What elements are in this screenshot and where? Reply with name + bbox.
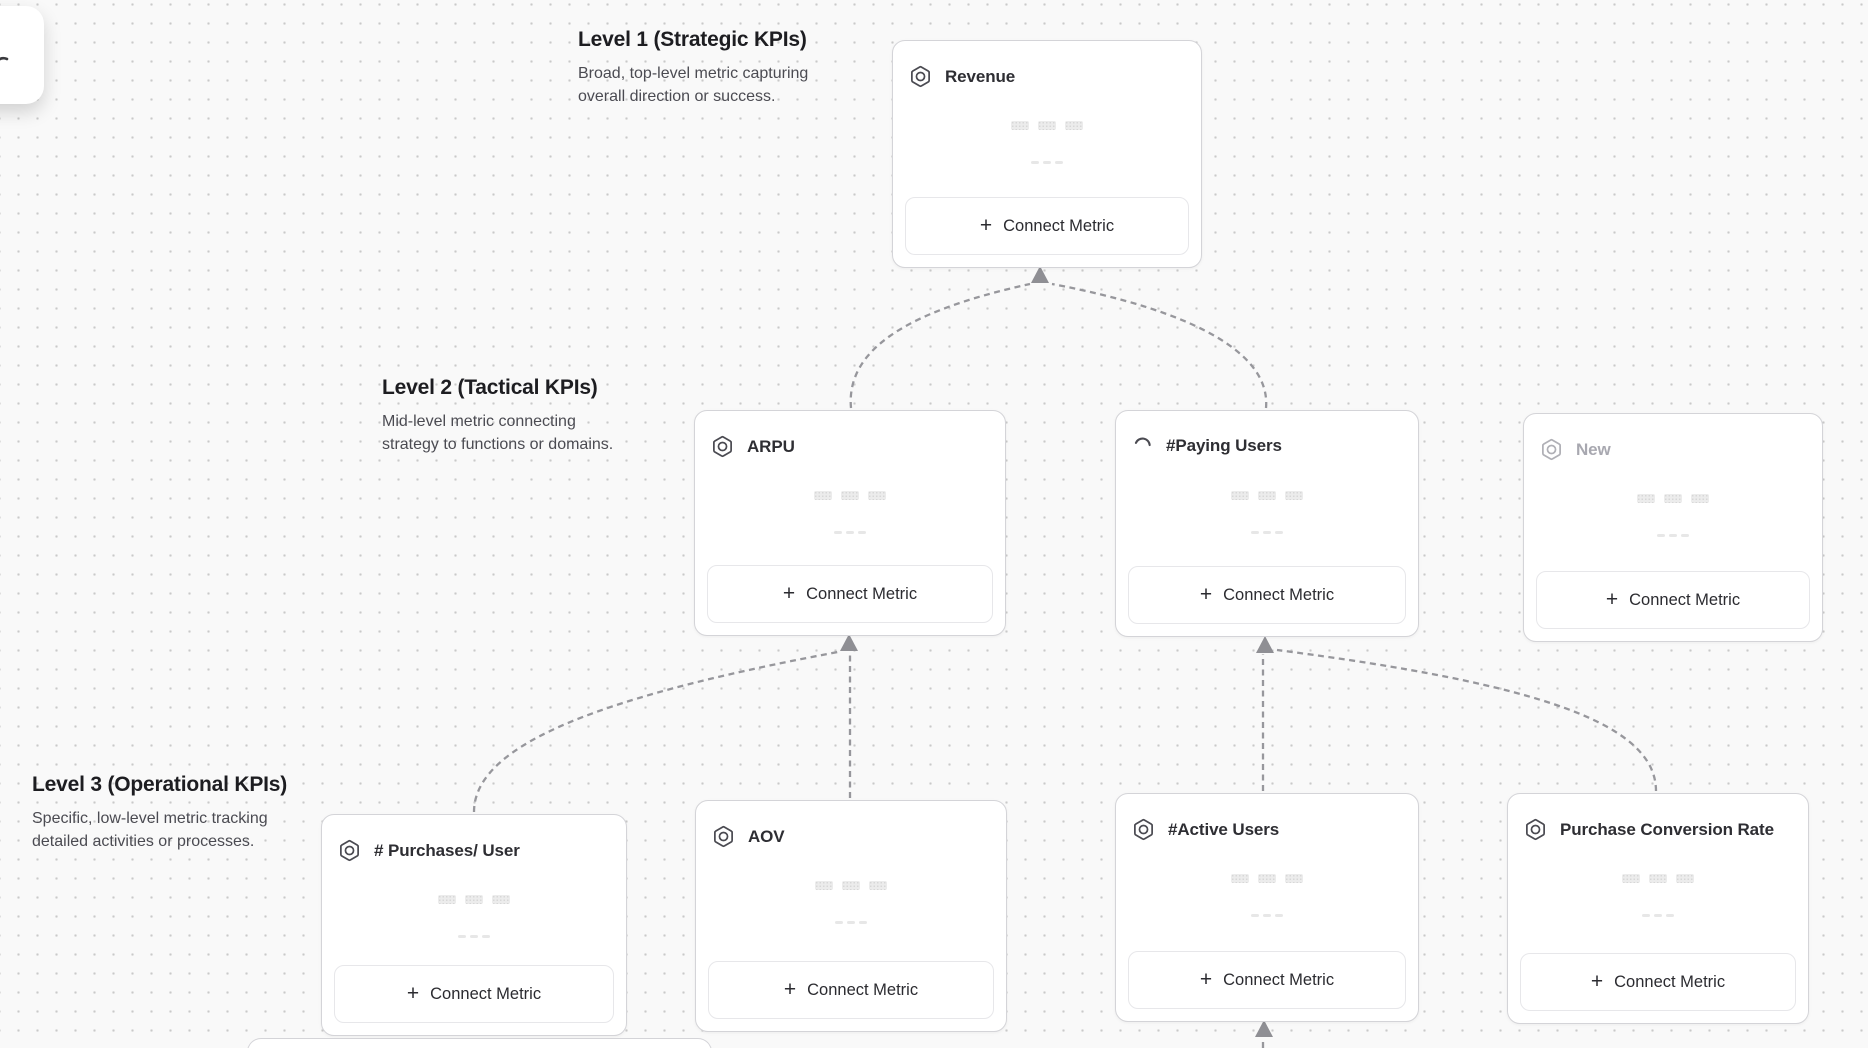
arrowhead-arpu [840, 634, 858, 651]
metric-hexagon-icon [1132, 818, 1155, 841]
plus-icon: + [782, 581, 796, 605]
level-2-title: Level 2 (Tactical KPIs) [382, 376, 598, 399]
skeleton-placeholder-dashes [1251, 531, 1283, 534]
skeleton-placeholder-row [1231, 874, 1303, 883]
edge-arpu-to-revenue[interactable] [849, 282, 1031, 409]
metric-card-partial-bottom[interactable] [247, 1038, 712, 1048]
plus-icon: + [406, 981, 420, 1005]
edge-purchases-to-arpu[interactable] [472, 650, 839, 813]
skeleton-placeholder-row [1637, 494, 1709, 503]
plus-icon: + [1605, 587, 1619, 611]
level-3-description-line1: Specific, low-level metric tracking [32, 810, 268, 827]
skeleton-placeholder-dashes [458, 935, 490, 938]
level-3-title: Level 3 (Operational KPIs) [32, 773, 288, 796]
skeleton-placeholder-dashes [834, 531, 866, 534]
metric-card-arpu[interactable]: ARPU + Connect Metric [694, 410, 1006, 636]
skeleton-placeholder-dashes [835, 921, 867, 924]
card-title: ARPU [747, 436, 795, 456]
plus-icon: + [1590, 969, 1604, 993]
connect-metric-button[interactable]: + Connect Metric [334, 965, 614, 1023]
metric-hexagon-icon [711, 435, 734, 458]
connect-metric-button[interactable]: + Connect Metric [1520, 953, 1796, 1011]
metric-card-active-users[interactable]: #Active Users + Connect Metric [1115, 793, 1419, 1022]
metric-card-paying-users[interactable]: #Paying Users + Connect Metric [1115, 410, 1419, 637]
connect-metric-button[interactable]: + Connect Metric [1536, 571, 1810, 629]
metric-hexagon-icon [1540, 438, 1563, 461]
card-title: Purchase Conversion Rate [1560, 819, 1774, 839]
connect-metric-label: Connect Metric [807, 980, 919, 999]
card-title: AOV [748, 826, 785, 846]
metric-card-revenue[interactable]: Revenue + Connect Metric [892, 40, 1202, 268]
card-title: #Active Users [1168, 819, 1280, 839]
level-1-title: Level 1 (Strategic KPIs) [578, 28, 807, 51]
edge-payingusers-to-revenue[interactable] [1051, 282, 1268, 409]
connect-metric-button[interactable]: + Connect Metric [1128, 951, 1406, 1009]
level-2-annotation: Level 2 (Tactical KPIs) Mid-level metric… [382, 376, 613, 456]
plus-icon: + [1199, 967, 1213, 991]
metric-card-purchases-per-user[interactable]: # Purchases/ User + Connect Metric [321, 814, 627, 1036]
skeleton-placeholder-dashes [1031, 161, 1063, 164]
metric-hexagon-icon [712, 825, 735, 848]
skeleton-placeholder-row [1011, 121, 1083, 130]
level-2-description-line2: strategy to functions or domains. [382, 436, 614, 453]
metric-card-new[interactable]: New + Connect Metric [1523, 413, 1823, 642]
connect-metric-button[interactable]: + Connect Metric [707, 565, 993, 623]
arrowhead-activeusers [1255, 1020, 1273, 1037]
card-title: #Paying Users [1166, 435, 1282, 455]
level-1-description-line1: Broad, top-level metric capturing [578, 65, 809, 82]
skeleton-placeholder-dashes [1642, 914, 1674, 917]
level-3-annotation: Level 3 (Operational KPIs) Specific, low… [32, 773, 287, 853]
metric-card-purchase-conversion-rate[interactable]: Purchase Conversion Rate + Connect Metri… [1507, 793, 1809, 1024]
connect-metric-label: Connect Metric [1223, 970, 1335, 989]
connect-metric-label: Connect Metric [1629, 590, 1741, 609]
connect-metric-label: Connect Metric [1614, 972, 1726, 991]
arrowhead-revenue [1031, 266, 1049, 283]
plus-icon: + [979, 213, 993, 237]
metric-hexagon-icon [909, 65, 932, 88]
metric-card-aov[interactable]: AOV + Connect Metric [695, 800, 1007, 1032]
floating-panel-partial[interactable] [0, 6, 44, 104]
card-title: # Purchases/ User [374, 840, 520, 860]
plus-icon: + [1199, 582, 1213, 606]
connect-metric-button[interactable]: + Connect Metric [1128, 566, 1406, 624]
level-3-description-line2: detailed activities or processes. [32, 833, 255, 850]
skeleton-placeholder-row [815, 881, 887, 890]
metric-hexagon-icon [338, 839, 361, 862]
connect-metric-label: Connect Metric [430, 984, 542, 1003]
connect-metric-label: Connect Metric [1003, 216, 1115, 235]
level-2-description-line1: Mid-level metric connecting [382, 413, 576, 430]
level-1-annotation: Level 1 (Strategic KPIs) Broad, top-leve… [578, 28, 808, 108]
connect-metric-button[interactable]: + Connect Metric [708, 961, 994, 1019]
edge-pcr-to-payingusers[interactable] [1276, 648, 1658, 792]
loading-spinner-icon [1132, 435, 1153, 456]
skeleton-placeholder-row [1622, 874, 1694, 883]
arrowhead-payingusers [1256, 636, 1274, 653]
plus-icon: + [783, 977, 797, 1001]
card-title: New [1576, 439, 1611, 459]
skeleton-placeholder-row [1231, 491, 1303, 500]
connect-metric-button[interactable]: + Connect Metric [905, 197, 1189, 255]
connect-metric-label: Connect Metric [1223, 585, 1335, 604]
level-1-description-line2: overall direction or success. [578, 88, 776, 105]
card-title: Revenue [945, 66, 1016, 86]
skeleton-placeholder-row [814, 491, 886, 500]
skeleton-placeholder-row [438, 895, 510, 904]
connect-metric-label: Connect Metric [806, 584, 918, 603]
skeleton-placeholder-dashes [1251, 914, 1283, 917]
panel-glyph-icon [0, 56, 9, 61]
metric-hexagon-icon [1524, 818, 1547, 841]
skeleton-placeholder-dashes [1657, 534, 1689, 537]
